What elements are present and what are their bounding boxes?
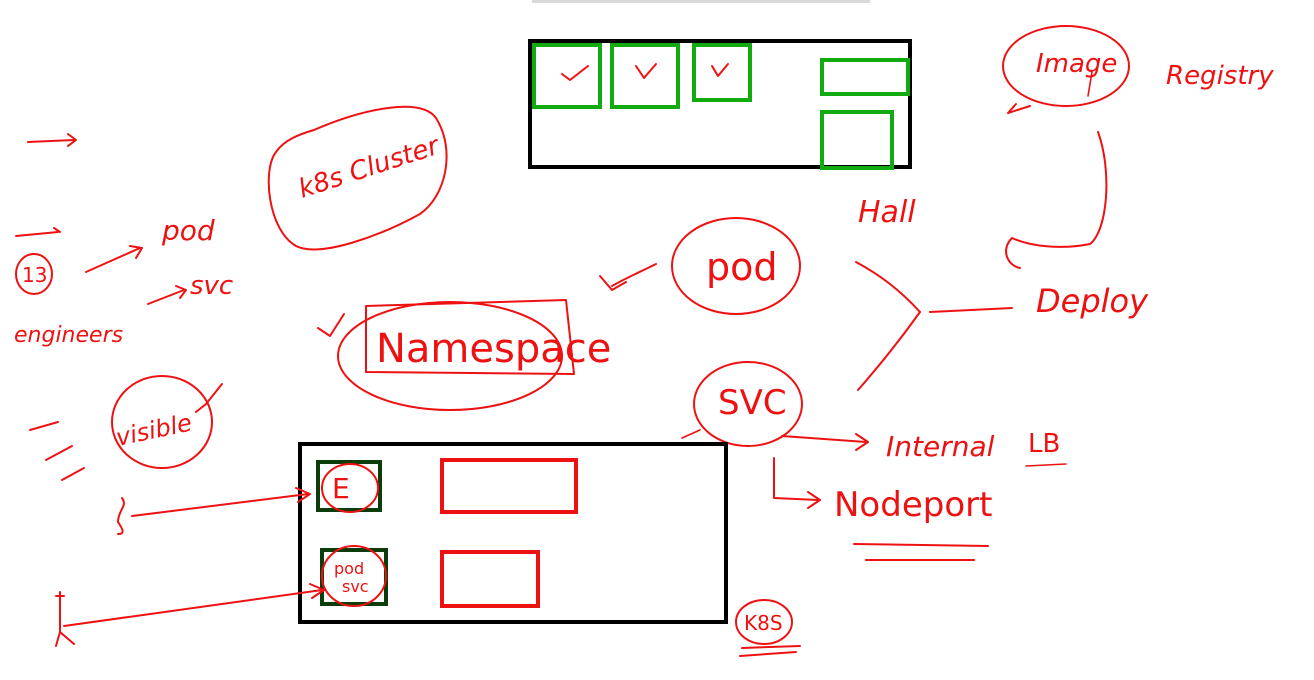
image-to-deploy-line <box>1005 131 1108 269</box>
hall-room-5 <box>820 110 894 170</box>
person-1-arrow <box>131 487 311 517</box>
svc-label-big: SVC <box>718 383 787 423</box>
red-box-top <box>440 458 578 514</box>
person-2-stick <box>55 591 75 647</box>
image-circle <box>1002 25 1130 107</box>
namespace-check <box>317 313 345 337</box>
check-mark-2 <box>635 63 657 79</box>
nodeport-label: Nodeport <box>834 485 992 525</box>
red-box-bottom <box>440 550 540 608</box>
k8s-frame <box>298 442 728 624</box>
pod-circle <box>671 217 801 315</box>
visible-label: visible <box>113 409 194 452</box>
arrow-top-left <box>27 133 77 147</box>
internal-label: Internal <box>886 430 995 463</box>
namespace-rect <box>365 299 575 375</box>
svc-tail <box>681 429 701 439</box>
hall-room-4 <box>820 58 910 96</box>
pod-svc-circle <box>321 545 387 607</box>
namespace-node: Namespace <box>317 299 611 411</box>
k8s-label: K8S <box>744 611 783 635</box>
namespace-ellipse <box>337 301 563 411</box>
hall-frame <box>528 39 912 169</box>
visible-circle <box>111 375 213 469</box>
arrow-to-pod <box>85 245 143 273</box>
image-circle-tail <box>1007 103 1031 114</box>
pod-node: pod <box>599 217 801 315</box>
k8s-cluster-shape <box>267 105 448 251</box>
k8s-underline-1 <box>741 645 801 649</box>
person-1-stick <box>117 497 125 535</box>
hall-label: Hall <box>858 195 916 230</box>
nodeport-underline-1 <box>853 543 989 547</box>
lb-underline <box>1025 463 1067 467</box>
pod-arrow-left <box>599 263 657 291</box>
pod-svc-label-1: pod <box>334 559 364 578</box>
scribble-1 <box>29 421 59 431</box>
namespace-label: Namespace <box>376 326 611 372</box>
engineers-label: engineers <box>14 323 123 348</box>
svc-to-internal-arrow <box>781 433 869 451</box>
lb-label: LB <box>1028 429 1060 459</box>
e-box <box>316 460 382 512</box>
svc-node: SVC Internal LB Nodeport <box>681 361 1067 561</box>
num-13-circle <box>15 253 53 295</box>
svc-label-small: svc <box>190 271 233 301</box>
e-circle <box>321 463 379 513</box>
deploy-fork-lower <box>857 311 921 391</box>
image-label: Image <box>1036 49 1117 79</box>
pod-label-big: pod <box>706 245 778 289</box>
hall-room-2 <box>610 43 680 109</box>
e-label: E <box>332 472 350 505</box>
k8s-underline-2 <box>739 651 797 657</box>
arrow-to-svc <box>147 285 187 305</box>
check-mark-1 <box>561 65 589 81</box>
image-registry: Image Registry <box>1002 25 1274 114</box>
deploy-label: Deploy <box>1036 282 1149 320</box>
pod-svc-label-2: svc <box>342 577 369 596</box>
num-13-label: 13 <box>22 263 47 287</box>
hall-room-3 <box>692 43 752 102</box>
deploy-fork-upper <box>855 261 921 313</box>
image-cursor-stroke <box>1087 71 1093 97</box>
k8s-circle <box>735 599 793 645</box>
check-mark-3 <box>711 63 729 77</box>
visible-check <box>195 383 223 413</box>
toolbar-edge <box>532 0 870 3</box>
person-2-arrow <box>63 583 325 627</box>
svc-circle <box>693 361 803 447</box>
registry-label: Registry <box>1166 61 1274 91</box>
visible-node: visible <box>29 375 223 481</box>
hall-diagram: Hall <box>528 39 916 230</box>
pod-label-small: pod <box>161 214 215 247</box>
k8s-diagram: E pod svc K8S <box>298 442 801 657</box>
scribble-3 <box>61 467 85 481</box>
dash-left <box>15 227 61 237</box>
hall-room-1 <box>532 43 602 109</box>
svc-to-nodeport-arrow <box>773 457 821 509</box>
deploy-fork-line <box>929 307 1013 313</box>
scribble-2 <box>45 445 73 461</box>
k8s-cluster-label: k8s Cluster <box>295 130 445 204</box>
